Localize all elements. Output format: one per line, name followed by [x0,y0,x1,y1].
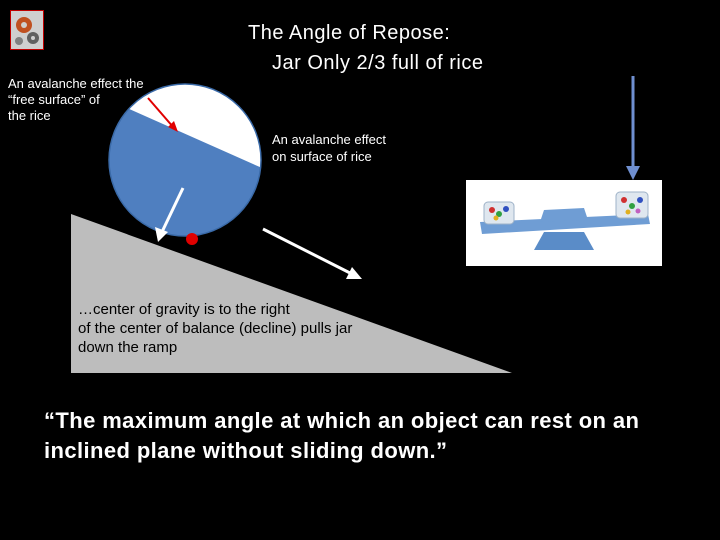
ramp-caption-line: …center of gravity is to the right [78,300,352,319]
center-of-gravity-dot [186,233,198,245]
surface-avalanche-label: An avalanche effect on surface of rice [272,131,386,165]
surface-label-line: An avalanche effect [272,131,386,148]
definition-line: inclined plane without sliding down.” [44,436,704,466]
free-surface-label-line: the rice [8,108,178,124]
surface-label-line: on surface of rice [272,148,386,165]
slide-arrow [263,229,354,275]
free-surface-label-line: An avalanche effect the [8,76,178,92]
ramp-caption-line: of the center of balance (decline) pulls… [78,319,352,338]
title-line-1: The Angle of Repose: [248,22,450,45]
ramp-caption: …center of gravity is to the right of th… [78,300,352,357]
definition-line: “The maximum angle at which an object ca… [44,406,704,436]
title-line-2: Jar Only 2/3 full of rice [272,52,483,75]
seesaw-photo [466,180,662,266]
definition-quote: “The maximum angle at which an object ca… [44,406,704,466]
free-surface-label: An avalanche effect the “free surface” o… [8,76,178,124]
free-surface-label-line: “free surface” of [8,92,178,108]
ramp-caption-line: down the ramp [78,338,352,357]
